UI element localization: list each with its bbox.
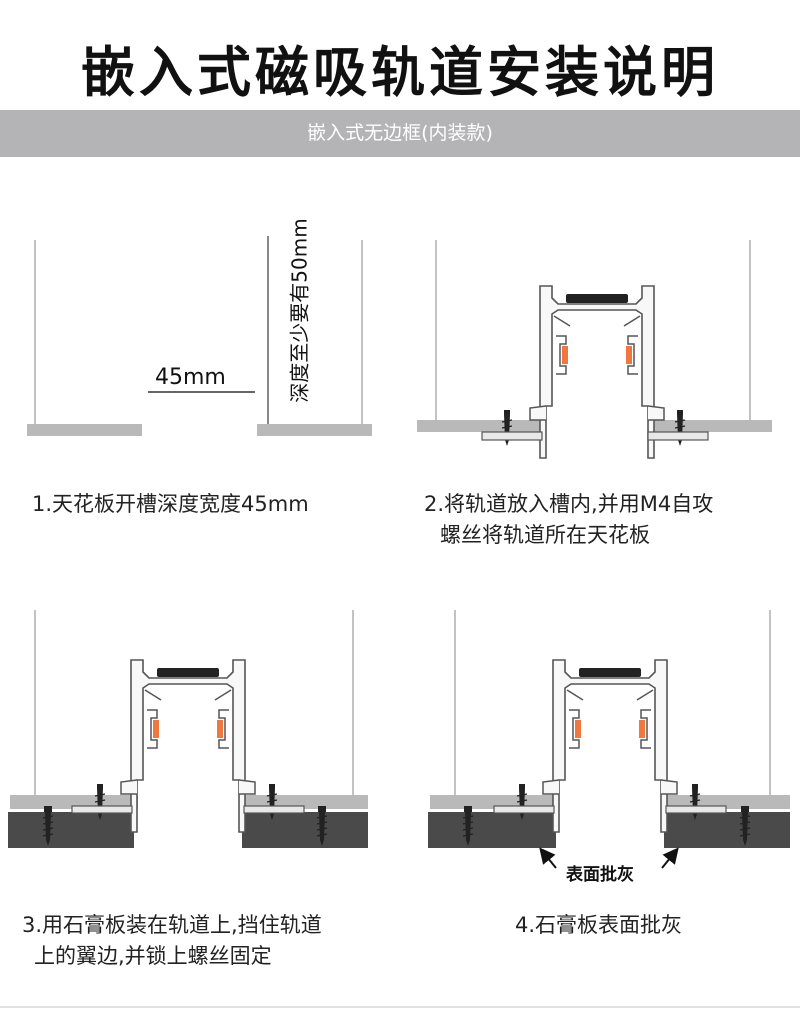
page-title: 嵌入式磁吸轨道安装说明: [81, 41, 719, 104]
step-4-caption: 4.石膏板表面批灰: [515, 913, 683, 937]
step-3-caption: 3.用石膏板装在轨道上,挡住轨道 上的翼边,并锁上螺丝固定: [22, 913, 322, 968]
depth-label: 深度至少要有50mm: [287, 218, 312, 403]
surface-label: 表面批灰: [566, 865, 634, 885]
step-3-diagram: [8, 610, 368, 848]
step-2-diagram: [417, 240, 772, 459]
width-label: 45mm: [155, 365, 226, 390]
step-2-caption: 2.将轨道放入槽内,并用M4自攻 螺丝将轨道所在天花板: [424, 492, 714, 547]
step-1-caption: 1.天花板开槽深度宽度45mm: [32, 492, 309, 516]
step-4-diagram: [428, 610, 790, 869]
step-1-diagram: [27, 236, 372, 436]
subtitle-banner: 嵌入式无边框(内装款): [0, 110, 800, 157]
